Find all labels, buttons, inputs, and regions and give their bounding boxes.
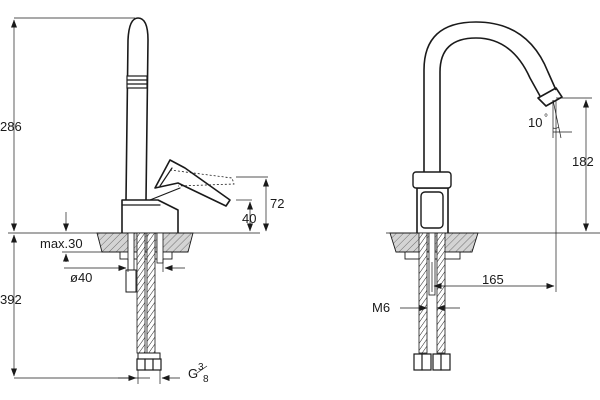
label-165: 165 <box>482 272 504 287</box>
label-max30: max.30 <box>40 236 83 251</box>
label-m6: M6 <box>372 300 390 315</box>
lever-alternate-position <box>169 169 235 187</box>
label-182: 182 <box>572 154 594 169</box>
gooseneck-spout <box>423 21 557 172</box>
label-diameter: ø40 <box>70 270 92 285</box>
front-hose-right <box>436 232 446 354</box>
label-angle-degree: ° <box>544 113 548 124</box>
stud-nut <box>125 269 137 293</box>
side-view <box>8 17 260 371</box>
mounting-plate-left <box>119 251 173 260</box>
aerator-band <box>126 75 148 89</box>
label-angle: 10 <box>528 115 542 130</box>
hose-right <box>146 232 156 354</box>
front-view-dimensions <box>400 97 592 311</box>
hose-nut <box>136 358 162 371</box>
label-286: 286 <box>0 119 22 134</box>
label-40: 40 <box>242 211 256 226</box>
mounting-stud-left-2 <box>156 232 164 264</box>
front-view <box>386 21 600 371</box>
tap-body-side <box>121 199 179 233</box>
label-connection-denominator: 8 <box>203 374 209 385</box>
label-connection-numerator: 3 <box>198 362 204 373</box>
lever-side <box>154 159 231 207</box>
front-view-labels: 10 ° 182 165 M6 <box>372 113 594 315</box>
side-view-labels: 286 392 72 40 max.30 ø40 G 3 8 <box>0 119 284 385</box>
spout-tube-side <box>125 17 149 201</box>
spout-tip <box>537 87 563 107</box>
hose-left <box>136 232 146 354</box>
label-392: 392 <box>0 292 22 307</box>
label-connection: G <box>188 366 198 381</box>
lever-front <box>420 191 444 229</box>
label-72: 72 <box>270 196 284 211</box>
tap-collar-front <box>412 171 452 189</box>
front-hose-left <box>418 232 428 354</box>
side-view-dimensions <box>11 17 269 384</box>
hose-fitting <box>137 352 161 360</box>
